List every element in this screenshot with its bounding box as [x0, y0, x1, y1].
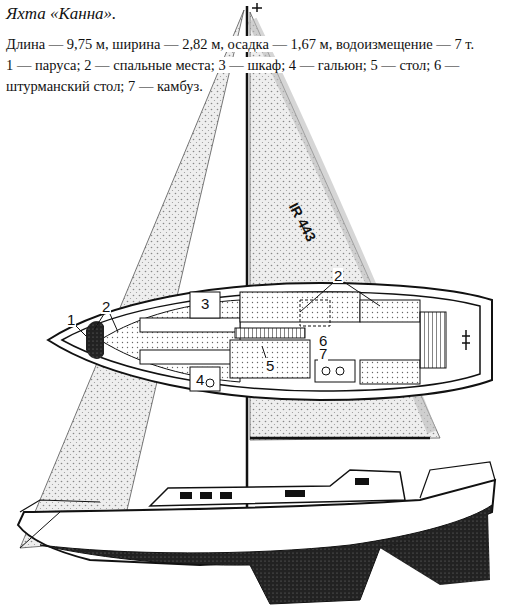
text-block: Яхта «Канна». Длина — 9,75 м, ширина — 2,…	[6, 4, 506, 97]
mast	[246, 6, 249, 520]
caption: Длина — 9,75 м, ширина — 2,82 м, осадка …	[6, 36, 474, 52]
callout-number: 5	[265, 358, 275, 373]
callout-number: 7	[318, 346, 328, 361]
title: Яхта «Канна».	[6, 4, 116, 23]
key-text-wrap: 1 — паруса; 2 — спальные места; 3 — шкаф…	[6, 55, 506, 97]
caption-wrap: Длина — 9,75 м, ширина — 2,82 м, осадка …	[6, 34, 506, 55]
callout-number: 2	[333, 268, 343, 283]
callout-number: 1	[66, 312, 76, 327]
callout-number: 3	[200, 296, 210, 311]
boom	[250, 437, 430, 440]
plan-view	[48, 282, 492, 400]
callout-number: 4	[195, 372, 205, 387]
callout-number: 2	[101, 299, 111, 314]
title-wrap: Яхта «Канна».	[6, 4, 506, 24]
side-view	[18, 462, 495, 604]
key-text: 1 — паруса; 2 — спальные места; 3 — шкаф…	[6, 57, 459, 94]
